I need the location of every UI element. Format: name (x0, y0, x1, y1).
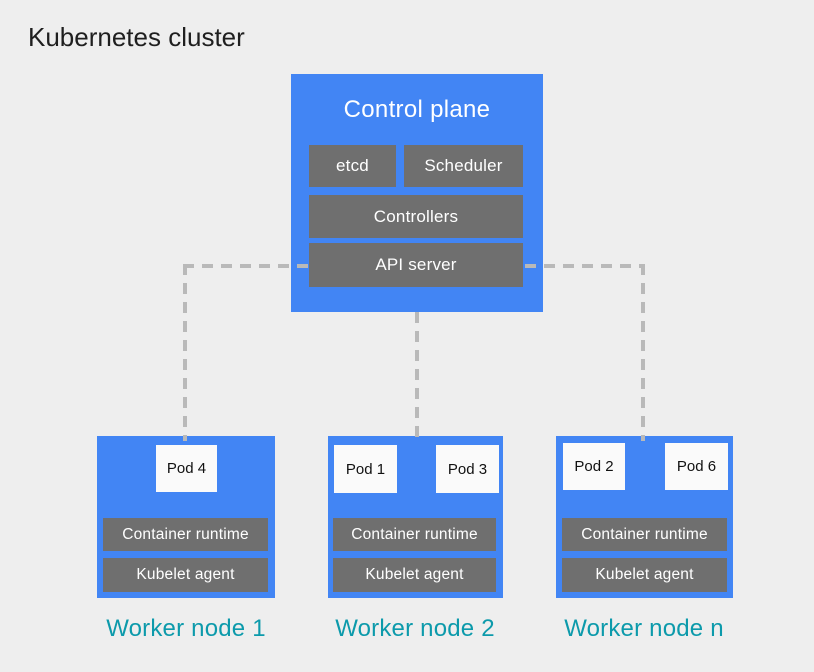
api-server-box: API server (309, 243, 523, 287)
worker-node-n-box: Pod 2 Pod 6 Container runtime Kubelet ag… (556, 436, 733, 598)
pod-2-box: Pod 2 (563, 443, 625, 490)
control-plane-box: Control plane etcd Scheduler Controllers… (291, 74, 543, 312)
worker-2-container-runtime-box: Container runtime (333, 518, 496, 551)
worker-node-2-label: Worker node 2 (335, 615, 495, 642)
pod-6-box: Pod 6 (665, 443, 728, 490)
pod-4-box: Pod 4 (156, 445, 217, 492)
worker-1-container-runtime-box: Container runtime (103, 518, 268, 551)
connector-vertical-center-line (415, 312, 419, 441)
worker-n-container-runtime-box: Container runtime (562, 518, 727, 551)
connector-vertical-right-line (641, 264, 645, 441)
worker-1-kubelet-agent-box: Kubelet agent (103, 558, 268, 592)
worker-n-kubelet-agent-box: Kubelet agent (562, 558, 727, 592)
worker-node-1-label: Worker node 1 (106, 615, 266, 642)
worker-node-1-box: Pod 4 Container runtime Kubelet agent (97, 436, 275, 598)
etcd-box: etcd (309, 145, 396, 187)
pod-1-box: Pod 1 (334, 445, 397, 493)
worker-node-2-box: Pod 1 Pod 3 Container runtime Kubelet ag… (328, 436, 503, 598)
pod-3-box: Pod 3 (436, 445, 499, 493)
diagram-title: Kubernetes cluster (28, 22, 245, 52)
worker-2-kubelet-agent-box: Kubelet agent (333, 558, 496, 592)
connector-vertical-left-line (183, 264, 187, 441)
controllers-box: Controllers (309, 195, 523, 238)
control-plane-title: Control plane (343, 96, 491, 123)
worker-node-n-label: Worker node n (564, 615, 724, 642)
scheduler-box: Scheduler (404, 145, 523, 187)
